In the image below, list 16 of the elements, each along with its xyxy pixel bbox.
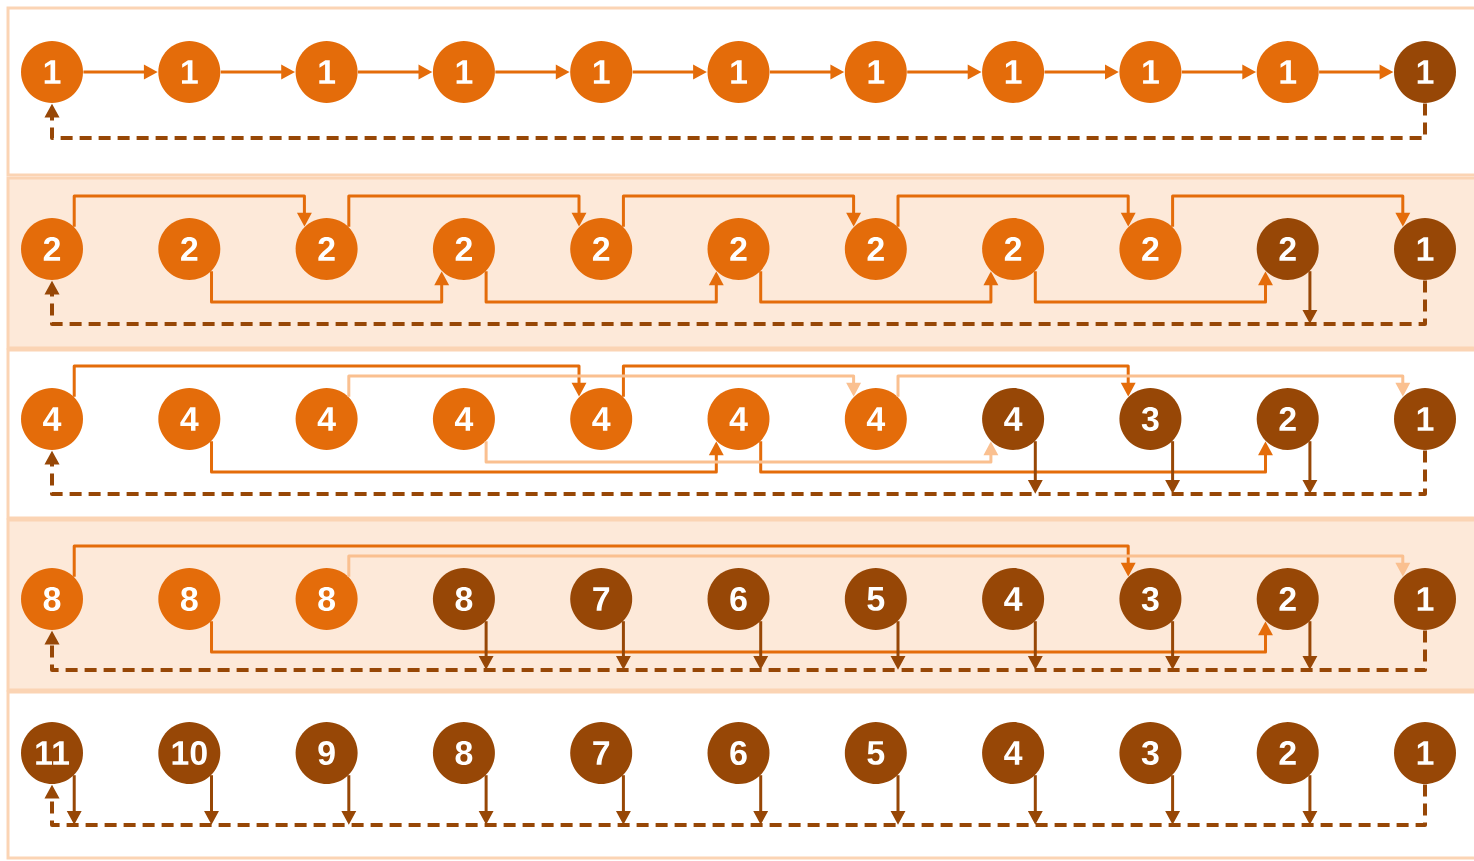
arrow [44, 450, 1427, 496]
arrow [347, 194, 587, 227]
arrow [896, 194, 1136, 227]
arrow [44, 784, 1427, 827]
arrow [347, 374, 862, 397]
arrow [72, 544, 1136, 577]
arrow [1171, 194, 1411, 227]
arrow [621, 364, 1136, 397]
arrow [72, 194, 312, 227]
arrow [347, 554, 1411, 577]
arrow [44, 280, 1427, 326]
arrow [44, 630, 1427, 672]
arrow [621, 194, 862, 227]
arrow [44, 103, 1427, 140]
arrow [72, 364, 587, 397]
arrow [896, 374, 1411, 397]
